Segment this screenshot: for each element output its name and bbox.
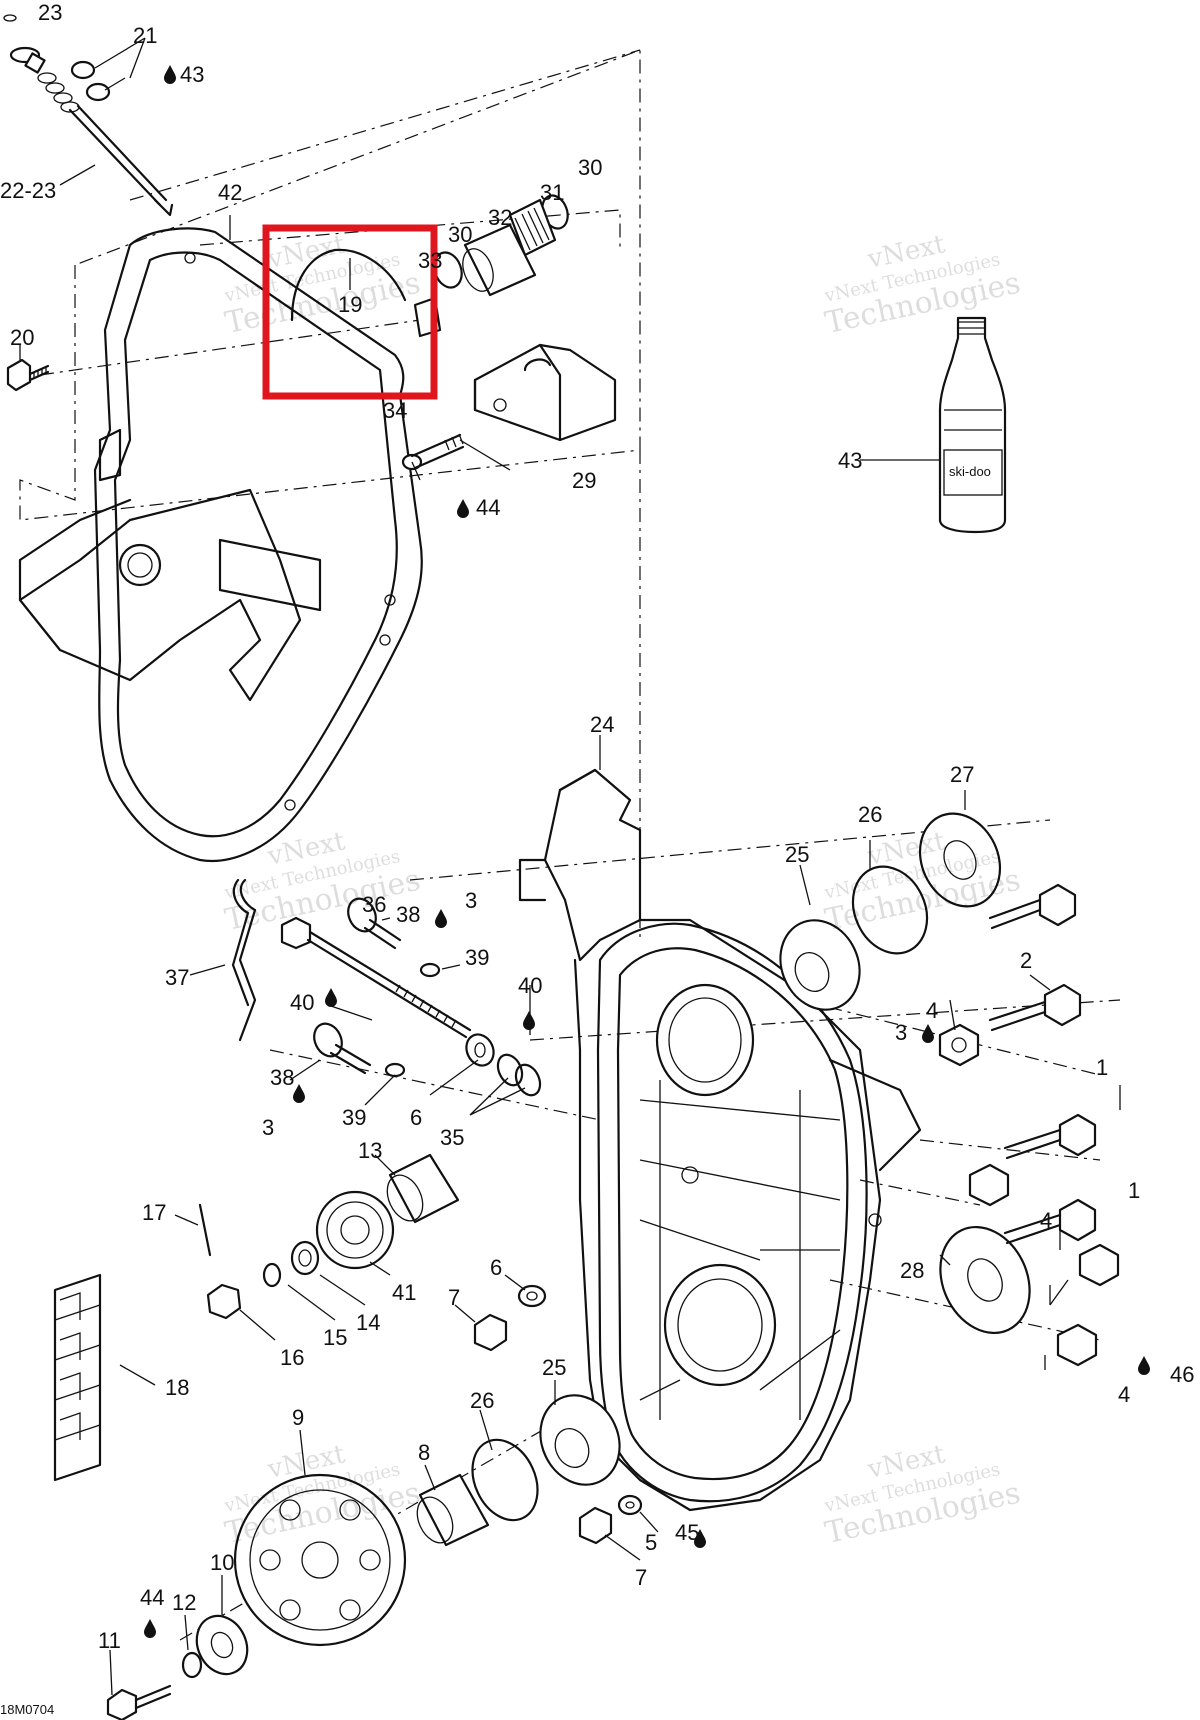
part-1-2-bolts [988,883,1097,1245]
callout: 38 [270,1065,294,1090]
callout: 34 [383,398,407,423]
callout: 45 [675,1520,699,1545]
part-26-circlips [471,865,929,1522]
part-23-oring [3,14,17,22]
callout: 10 [210,1550,234,1575]
chaincase-cover [18,227,423,862]
part-20-bolt [6,358,50,392]
part-14-15-spacers [262,1240,320,1288]
part-4-nuts [938,1023,1120,1367]
callout: 14 [356,1310,380,1335]
callout: 3 [465,888,477,913]
callout: 17 [142,1200,166,1225]
callout: 37 [165,965,189,990]
callout: 35 [440,1125,464,1150]
callout: 4 [1040,1208,1052,1233]
callout: 7 [448,1285,460,1310]
callout: 41 [392,1280,416,1305]
part-21-orings [70,60,111,102]
part-17-pin [198,1203,212,1257]
callout: 23 [38,0,62,25]
callout: 39 [465,945,489,970]
callout: 39 [342,1105,366,1130]
callout: 44 [140,1585,164,1610]
callout: 20 [10,325,34,350]
part-38-capscrews [313,897,402,1075]
callout: 5 [645,1530,657,1555]
callout: 9 [292,1405,304,1430]
callout: 28 [900,1258,924,1283]
callout: 12 [172,1590,196,1615]
callout: 4 [926,998,938,1023]
callout: 6 [410,1105,422,1130]
part-41-gear [315,1190,395,1270]
callout: 46 [1170,1362,1194,1387]
part-16-nut [206,1283,242,1320]
part-13-bushing [386,1153,460,1224]
watermarks [221,229,1024,1552]
part-25-bearings [539,919,861,1486]
callout: 15 [323,1325,347,1350]
part-18-chain [53,1273,102,1482]
callout: 32 [488,205,512,230]
callout: 3 [895,1020,907,1045]
callout: 19 [338,292,362,317]
callout: 31 [540,180,564,205]
callout: 42 [218,180,242,205]
callout: 27 [950,762,974,787]
callout: 33 [418,248,442,273]
part-8-bushing [416,1473,490,1547]
callout: 40 [518,973,542,998]
callout: 29 [572,468,596,493]
callout: 40 [290,990,314,1015]
callout: 16 [280,1345,304,1370]
callout: 25 [542,1355,566,1380]
part-11-bolt [106,1684,172,1720]
callout: 18 [165,1375,189,1400]
part-6-washer [465,1033,547,1308]
callout: 24 [590,712,614,737]
part-12-washer [181,1651,203,1679]
callout: 44 [476,495,500,520]
part-43-oil-bottle: ski-doo [938,316,1007,534]
callout: 25 [785,842,809,867]
callout: 11 [98,1628,121,1653]
callout: 30 [448,222,472,247]
part-32-bushing [462,223,537,297]
drawing-id: 18M0704 [0,1702,54,1717]
callout: 43 [838,448,862,473]
part-39-washers [384,962,441,1078]
callout: 4 [1118,1382,1130,1407]
part-31-needle-bearing [508,198,557,257]
bottle-brand: ski-doo [949,464,991,479]
callout: 30 [578,155,602,180]
callout: 38 [396,902,420,927]
callout: 6 [490,1255,502,1280]
part-7-nuts [473,1313,613,1545]
part-5-washer [617,1494,643,1516]
part-34-screw [401,433,465,471]
highlight-box [262,224,438,400]
callout: 21 [133,23,157,48]
part-10-spacer [195,1614,249,1676]
callout: 36 [362,892,386,917]
callout: 26 [470,1388,494,1413]
callout: 1 [1128,1178,1140,1203]
part-28-washer [939,1225,1031,1335]
part-22-dipstick [9,46,174,217]
callout: 43 [180,62,204,87]
callout: 26 [858,802,882,827]
callout: 2 [1020,948,1032,973]
part-29-tensioner [473,343,617,442]
callout: 22-23 [0,178,56,203]
callout: 7 [635,1565,647,1590]
part-35-orings [496,1053,542,1097]
callout: 8 [418,1440,430,1465]
callout: 3 [262,1115,274,1140]
callout: 1 [1096,1055,1108,1080]
callout: 13 [358,1138,382,1163]
